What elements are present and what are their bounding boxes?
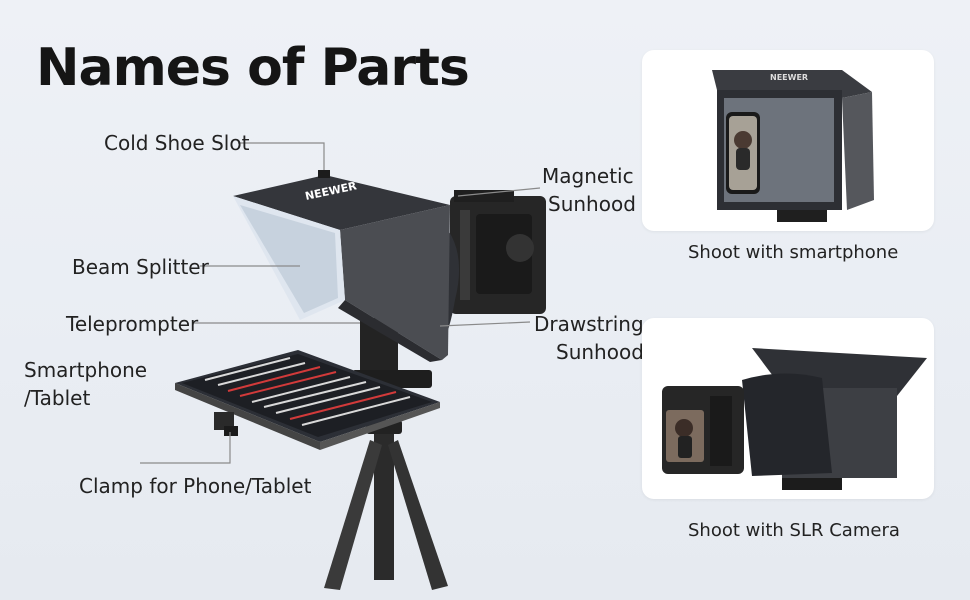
label-teleprompter: Teleprompter: [66, 312, 199, 336]
slr-setup-image: [662, 348, 927, 490]
magnetic-sunhood: NEEWER: [233, 175, 450, 362]
leader-lines: [140, 142, 541, 464]
label-sunhood-line-2: Sunhood: [556, 340, 644, 364]
smartphone-shot-card: NEEWER: [642, 50, 934, 231]
label-cold-shoe-slot: Cold Shoe Slot: [104, 131, 250, 155]
page-title: Names of Parts: [36, 38, 470, 98]
label-drawstring-sunhood: Drawstring Sunhood: [534, 310, 644, 366]
label-clamp: Clamp for Phone/Tablet: [79, 474, 312, 498]
caption-slr: Shoot with SLR Camera: [688, 520, 900, 541]
label-magnetic-sunhood: Magnetic Sunhood: [542, 162, 636, 218]
label-sunhood-line: Sunhood: [548, 192, 636, 216]
label-drawstring-line: Drawstring: [534, 312, 644, 336]
label-tablet-line: /Tablet: [24, 386, 91, 410]
caption-smartphone: Shoot with smartphone: [688, 242, 899, 263]
tripod: [324, 420, 448, 590]
label-smartphone-line: Smartphone: [24, 358, 148, 382]
camera: [450, 190, 546, 314]
label-beam-splitter: Beam Splitter: [72, 255, 209, 279]
smartphone-setup-image: NEEWER: [712, 70, 874, 222]
prompter-text-lines: [204, 357, 411, 426]
label-magnetic-line: Magnetic: [542, 164, 634, 188]
brand-logo-mirrored: NEEWER: [770, 73, 808, 82]
cold-shoe-slot: [318, 170, 330, 178]
slr-shot-card: [642, 318, 934, 499]
label-smartphone-tablet: Smartphone /Tablet: [24, 356, 147, 412]
clamp: [214, 412, 238, 436]
